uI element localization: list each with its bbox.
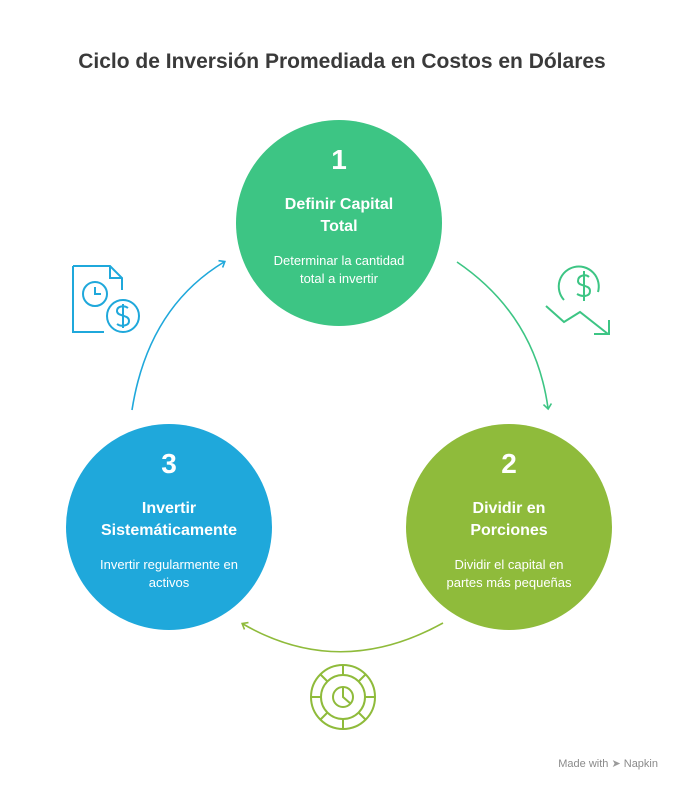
step-3-desc-line1: Invertir regularmente en xyxy=(99,557,238,572)
step-3-desc-line2: activos xyxy=(148,575,190,590)
step-2-number: 2 xyxy=(501,448,517,479)
step-1-heading-line2: Total xyxy=(320,218,358,235)
footer-brand: Napkin xyxy=(623,758,658,770)
arrow-1-to-2 xyxy=(456,261,553,411)
step-2-heading-line2: Porciones xyxy=(470,522,548,539)
step-1-desc-line1: Determinar la cantidad xyxy=(273,253,405,268)
dollar-down-trend-icon xyxy=(545,265,610,335)
step-2-desc-line1: Dividir el capital en xyxy=(454,557,564,572)
step-2-description: Dividir el capital en partes más pequeña… xyxy=(422,556,596,592)
step-2-heading-line1: Dividir en xyxy=(472,500,546,517)
step-1-heading: Definir Capital Total xyxy=(246,194,432,238)
step-2-desc-line2: partes más pequeñas xyxy=(446,575,572,590)
pie-chart-icon xyxy=(310,664,376,730)
step-3-number: 3 xyxy=(161,448,177,479)
step-2-circle: 2 Dividir en Porciones Dividir el capita… xyxy=(406,424,612,630)
step-1-number: 1 xyxy=(331,144,347,175)
step-1-description: Determinar la cantidad total a invertir xyxy=(252,252,426,288)
footer-attribution: Made with ➤ Napkin xyxy=(558,757,658,770)
arrow-2-to-3 xyxy=(241,621,444,653)
step-3-heading-line2: Sistemáticamente xyxy=(100,522,238,539)
napkin-logo-icon: ➤ xyxy=(611,758,621,770)
step-3-heading: Invertir Sistemáticamente xyxy=(76,498,262,542)
step-1-heading-line1: Definir Capital xyxy=(284,196,394,213)
step-1-desc-line2: total a invertir xyxy=(299,271,379,286)
arrow-3-to-1 xyxy=(131,259,226,411)
step-3-heading-line1: Invertir xyxy=(141,500,197,517)
clock-dollar-document-icon xyxy=(72,265,140,333)
step-3-description: Invertir regularmente en activos xyxy=(82,556,256,592)
step-3-circle: 3 Invertir Sistemáticamente Invertir reg… xyxy=(66,424,272,630)
footer-made-with: Made with xyxy=(558,758,609,770)
diagram-title: Ciclo de Inversión Promediada en Costos … xyxy=(78,50,606,73)
step-2-heading: Dividir en Porciones xyxy=(416,498,602,542)
step-1-circle: 1 Definir Capital Total Determinar la ca… xyxy=(236,120,442,326)
